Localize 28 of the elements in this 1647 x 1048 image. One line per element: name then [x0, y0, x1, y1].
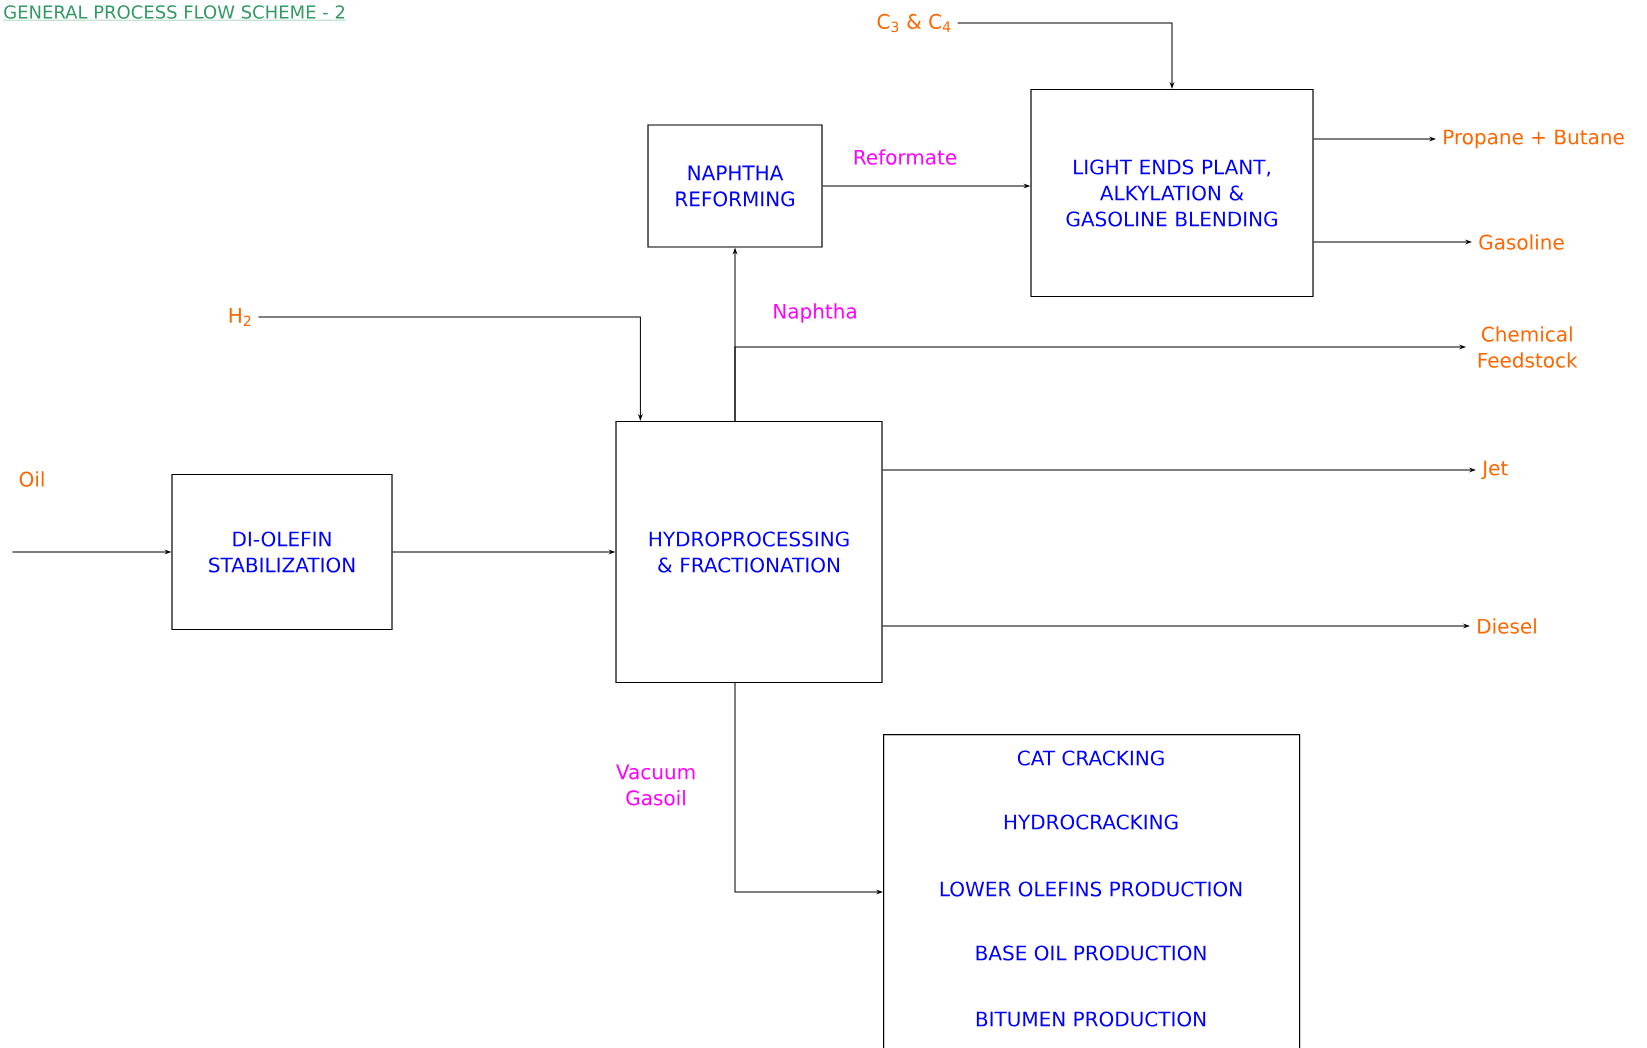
stream-label: Jet: [1481, 460, 1508, 480]
process-box: NAPHTHA REFORMING: [647, 124, 823, 248]
arrow: [11, 550, 171, 554]
arrow: [734, 682, 882, 894]
process-box: CAT CRACKING HYDROCRACKING LOWER OLEFINS PRODUCTION BASE OIL PRODUCTION BITUMEN PRODUCTION: [883, 734, 1301, 1048]
stream-label: Chemical Feedstock: [1478, 326, 1578, 368]
edge-label: Reformate: [854, 149, 957, 165]
arrow: [734, 345, 1466, 422]
arrow: [957, 22, 1174, 88]
arrow: [882, 468, 1475, 472]
arrow: [257, 316, 643, 420]
title: GENERAL PROCESS FLOW SCHEME - 2: [3, 5, 347, 21]
arrow: [882, 624, 1470, 628]
arrow: [1313, 240, 1471, 244]
edge-label: Naphtha: [774, 303, 856, 323]
process-box: LIGHT ENDS PLANT, ALKYLATION & GASOLINE BLENDING: [1030, 88, 1314, 298]
process-box: HYDROPROCESSING & FRACTIONATION: [615, 420, 883, 684]
stream-label: Diesel: [1478, 618, 1536, 634]
stream-label: H$_{2}$: [229, 308, 251, 326]
process-box: DI-OLEFIN STABILIZATION: [171, 473, 393, 631]
stream-label: C$_{3}$ & C$_{4}$: [877, 13, 951, 33]
stream-label: Propane + Butane: [1444, 129, 1624, 149]
arrow: [392, 550, 615, 554]
arrow: [822, 184, 1030, 188]
edge-label: Vacuum Gasoil: [616, 764, 695, 806]
stream-label: Oil: [19, 471, 44, 487]
stream-label: Gasoline: [1479, 234, 1564, 250]
arrow: [1313, 137, 1435, 141]
